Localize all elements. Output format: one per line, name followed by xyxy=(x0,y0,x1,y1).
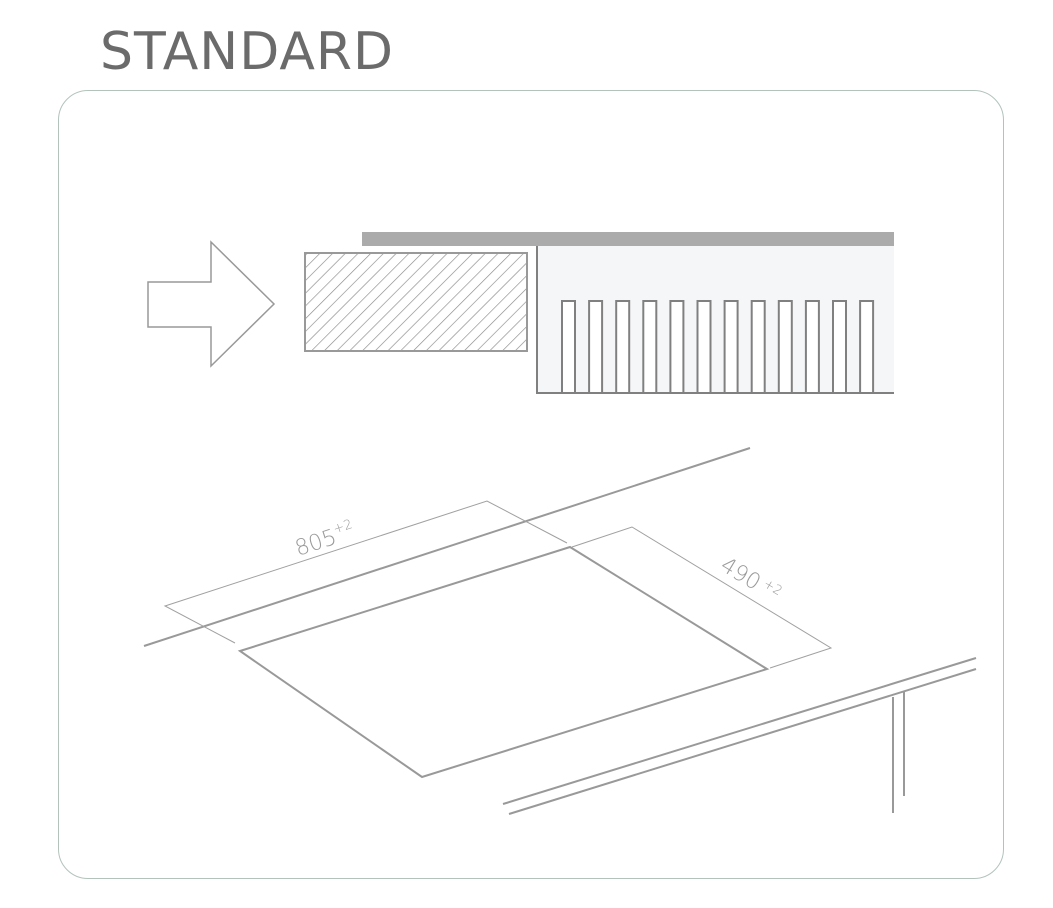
countertop-bar xyxy=(362,232,894,246)
countertop-front-edge-lower xyxy=(508,668,977,815)
cooling-fin xyxy=(804,300,820,394)
cooling-fin xyxy=(588,300,604,394)
cooling-fin xyxy=(696,300,712,394)
width-dimension-label: 805+2 xyxy=(292,517,359,562)
cooling-fin xyxy=(615,300,631,394)
cooling-fin xyxy=(723,300,739,394)
cooling-fin xyxy=(669,300,685,394)
cooling-fin xyxy=(832,300,847,394)
hob-cross-section xyxy=(304,252,528,352)
page-title: STANDARD xyxy=(100,22,395,82)
cooling-fin xyxy=(859,300,875,394)
cooling-fin xyxy=(777,300,793,394)
width-dimension-line xyxy=(163,500,568,644)
countertop-back-edge xyxy=(143,447,751,647)
cooling-fin xyxy=(561,300,576,394)
depth-dimension-line xyxy=(571,526,833,669)
hob-outline xyxy=(237,545,770,779)
countertop-front-edge xyxy=(502,657,977,805)
arrow-right-icon xyxy=(147,240,276,368)
cooling-fin xyxy=(642,300,658,394)
diagram-card xyxy=(58,90,1004,879)
cabinet-outline xyxy=(536,246,894,394)
cooling-fins xyxy=(561,300,875,394)
cooling-fin xyxy=(750,300,766,394)
